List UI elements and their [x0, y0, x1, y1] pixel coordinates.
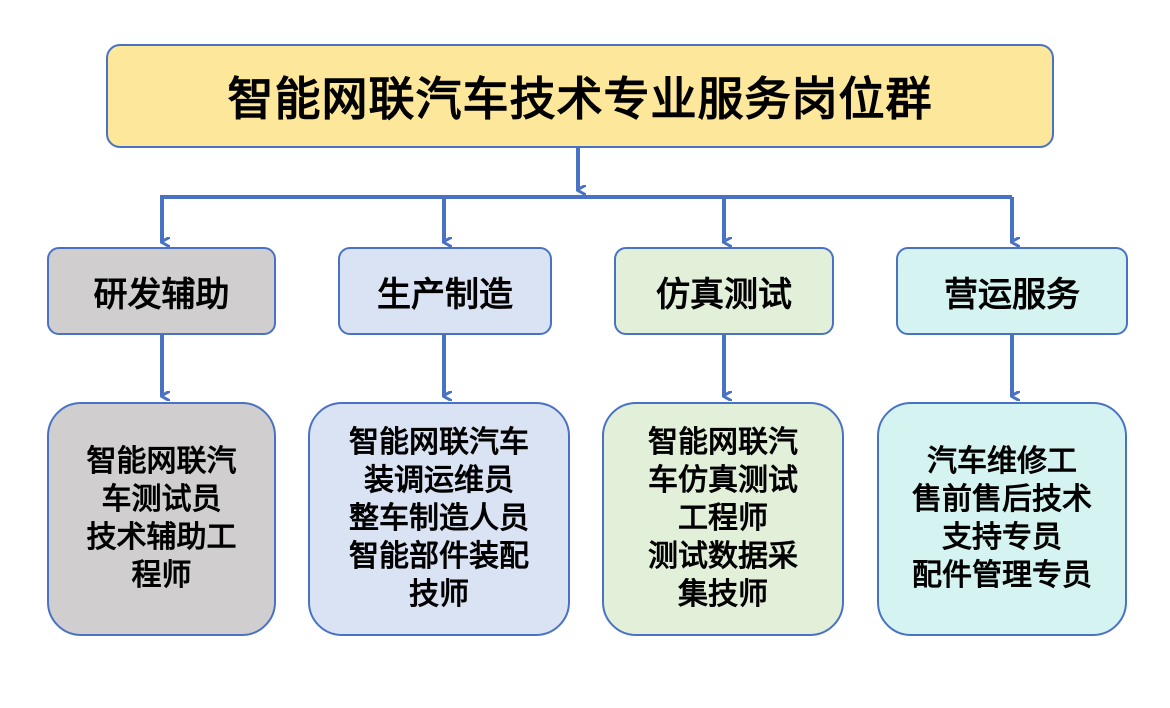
- role-line: 技术辅助工: [86, 520, 237, 555]
- role-line: 技师: [409, 577, 469, 612]
- role-line: 装调运维员: [364, 463, 514, 498]
- role-line: 程师: [131, 558, 192, 593]
- role-line: 车测试员: [101, 482, 222, 517]
- category-box-rd-support: 研发辅助: [47, 247, 276, 335]
- role-line: 测试数据采: [648, 539, 798, 574]
- role-box-production: 智能网联汽车 装调运维员 整车制造人员 智能部件装配 技师: [308, 402, 570, 636]
- role-line: 售前售后技术: [912, 482, 1092, 517]
- role-line: 汽车维修工: [927, 444, 1077, 479]
- category-box-simulation-testing: 仿真测试: [614, 247, 834, 335]
- role-line: 集技师: [678, 577, 768, 612]
- role-box-operation-service: 汽车维修工 售前售后技术 支持专员 配件管理专员: [877, 402, 1127, 636]
- category-box-production: 生产制造: [338, 247, 552, 335]
- role-line: 智能网联汽车: [349, 425, 529, 460]
- role-line: 智能网联汽: [648, 425, 798, 460]
- role-line: 支持专员: [942, 520, 1062, 555]
- role-line: 整车制造人员: [349, 501, 529, 536]
- role-line: 配件管理专员: [912, 558, 1092, 593]
- role-line: 车仿真测试: [648, 463, 798, 498]
- role-line: 智能网联汽: [86, 444, 237, 479]
- role-line: 工程师: [678, 501, 768, 536]
- role-line: 智能部件装配: [349, 539, 529, 574]
- role-box-simulation-testing: 智能网联汽 车仿真测试 工程师 测试数据采 集技师: [602, 402, 844, 636]
- category-box-operation-service: 营运服务: [896, 247, 1128, 335]
- role-box-rd-support: 智能网联汽 车测试员 技术辅助工 程师: [47, 402, 276, 636]
- diagram-title: 智能网联汽车技术专业服务岗位群: [106, 44, 1054, 148]
